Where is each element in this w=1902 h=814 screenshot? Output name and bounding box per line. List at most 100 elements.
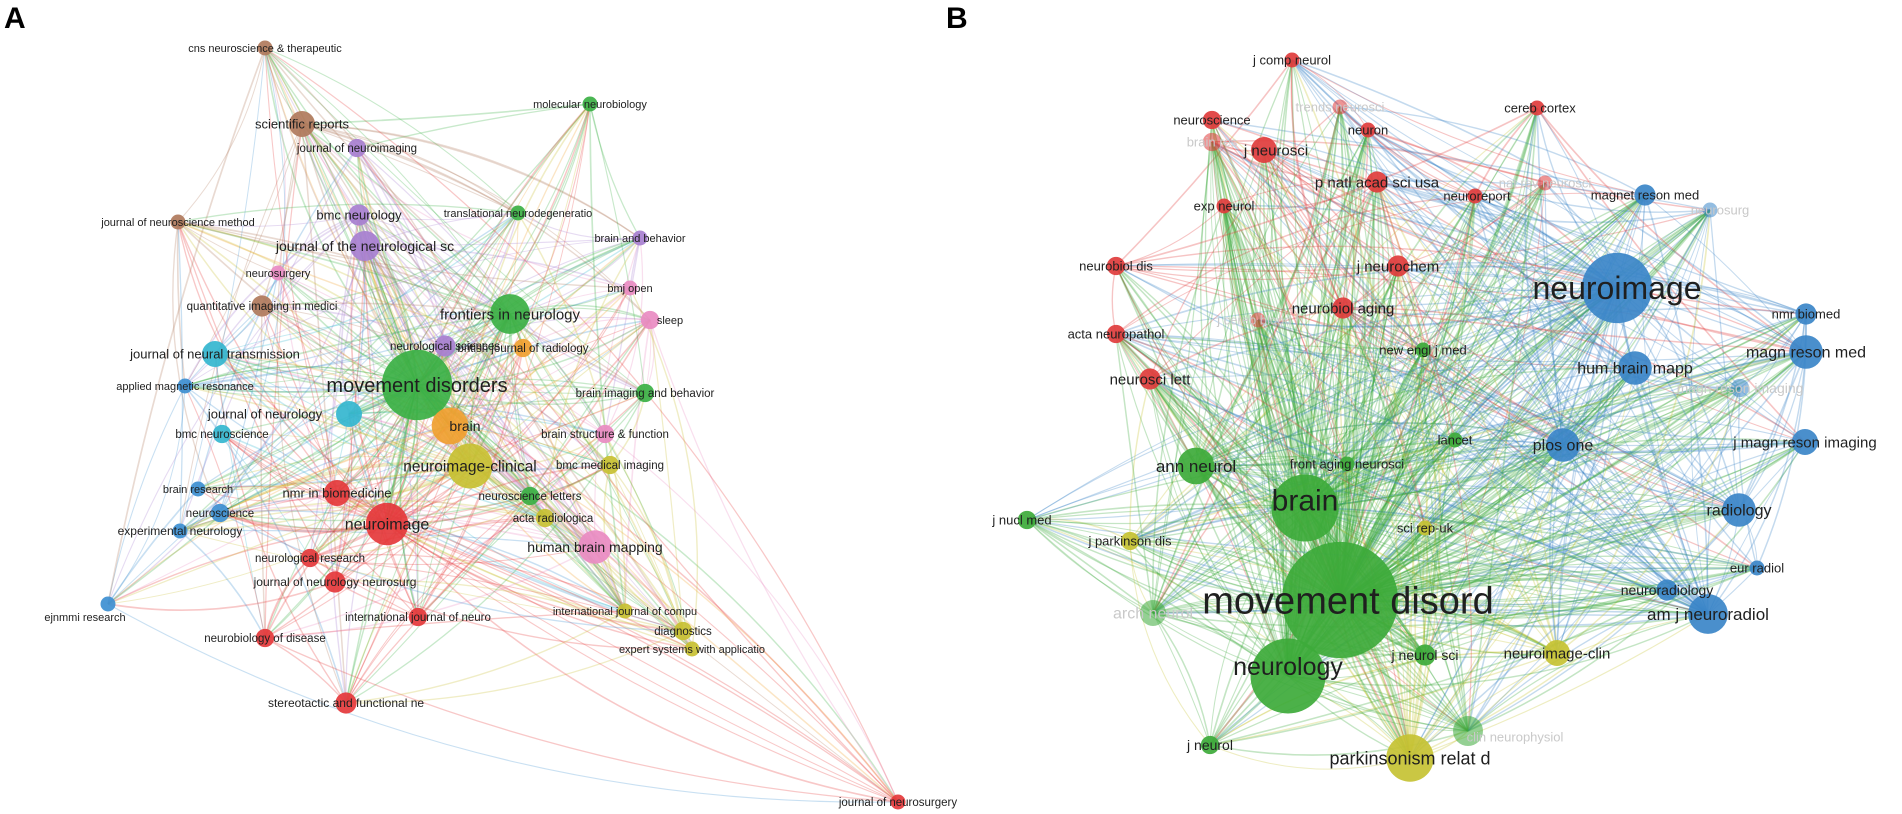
node-journal-of-neurosurgery — [890, 794, 906, 810]
link — [1115, 333, 1469, 732]
link — [1409, 349, 1424, 759]
link — [1195, 265, 1399, 467]
link — [221, 433, 388, 525]
link — [264, 557, 311, 639]
link — [609, 464, 684, 632]
link — [609, 464, 684, 632]
link — [1287, 589, 1668, 677]
link — [184, 385, 266, 639]
link — [416, 237, 641, 386]
link — [1346, 463, 1426, 529]
link — [469, 465, 626, 612]
node-journal-of-neurology-neurosurg — [324, 571, 346, 593]
link — [1257, 287, 1618, 328]
link — [1367, 129, 1709, 615]
node-label-arch-neurol: arch neurol — [1113, 606, 1193, 623]
link — [1263, 149, 1313, 509]
link — [177, 221, 596, 548]
link — [1211, 141, 1306, 509]
link — [364, 237, 641, 247]
node-bmc-neuroscience — [212, 424, 232, 444]
link — [1223, 205, 1289, 677]
link — [1211, 141, 1341, 601]
link — [1304, 507, 1558, 654]
link — [1304, 129, 1369, 509]
link — [509, 313, 531, 497]
link — [1257, 319, 1709, 615]
link — [1339, 182, 1546, 601]
link — [276, 123, 347, 704]
link — [1339, 106, 1709, 615]
link — [1556, 387, 1741, 654]
link — [1026, 503, 1306, 521]
link — [469, 287, 631, 467]
link — [529, 392, 646, 497]
node-bmc-medical-imaging — [600, 455, 620, 475]
link — [1026, 439, 1456, 521]
node-label-p-natl-acad-sci-usa: p natl acad sci usa — [1315, 174, 1440, 191]
link — [1291, 59, 1807, 353]
link — [1467, 107, 1538, 732]
link — [1409, 387, 1741, 759]
link — [1409, 444, 1564, 759]
link — [1304, 444, 1564, 509]
link — [219, 47, 286, 514]
link — [1339, 182, 1546, 601]
link — [449, 425, 596, 548]
link — [649, 319, 684, 632]
link — [184, 347, 524, 393]
link — [386, 464, 611, 525]
link — [1195, 181, 1378, 467]
link — [1115, 195, 1476, 335]
link — [1346, 367, 1636, 465]
link — [1339, 106, 1375, 601]
node-label-applied-magnetic-resonance: applied magnetic resonance — [116, 381, 254, 393]
link — [1152, 129, 1369, 614]
link — [624, 319, 651, 612]
node-label-bmj-open: bmj open — [607, 283, 652, 295]
link — [1544, 182, 1564, 446]
link — [1304, 209, 1711, 509]
link — [1339, 106, 1618, 289]
node-label-frontiers-in-neurology: frontiers in neurology — [440, 306, 581, 323]
link — [1149, 307, 1344, 380]
link — [107, 581, 336, 612]
link — [1339, 209, 1711, 601]
node-nmr-biomed — [1795, 303, 1817, 325]
link — [1562, 444, 1709, 615]
node-label-neuroradiology: neuroradiology — [1621, 582, 1714, 598]
node-molecular-neurobiology — [582, 96, 598, 112]
link — [1556, 209, 1711, 654]
link — [1474, 195, 1740, 511]
node-cns-neuroscience-therapeutic — [257, 40, 273, 56]
node-label-brain-research: brain research — [163, 484, 233, 496]
link — [219, 495, 596, 548]
link — [1026, 519, 1289, 677]
node-neurological-research — [300, 548, 320, 568]
link — [1149, 181, 1378, 380]
link — [1304, 209, 1711, 509]
node-label-cns-neuroscience-therapeutic: cns neuroscience & therapeutic — [188, 43, 342, 55]
link — [179, 492, 338, 532]
link — [386, 523, 684, 632]
link — [197, 488, 338, 502]
link — [1211, 141, 1558, 654]
link — [1257, 319, 1709, 615]
node-label-stereotactic-and-functional-ne: stereotactic and functional ne — [268, 696, 424, 710]
node-neurosurg — [1702, 202, 1718, 218]
link — [1616, 287, 1709, 615]
link — [1263, 149, 1618, 289]
node-sci-rep-uk — [1417, 520, 1433, 536]
node-label-brain-res: brain res — [1187, 135, 1238, 150]
link — [1397, 265, 1741, 389]
link — [1339, 287, 1618, 601]
link — [261, 305, 338, 494]
panel-letter-a: A — [4, 2, 26, 35]
link — [356, 147, 899, 803]
link — [1115, 265, 1807, 353]
link — [1322, 129, 1369, 601]
node-label-ann-neurol: ann neurol — [1156, 457, 1236, 476]
link — [177, 221, 279, 274]
node-label-magn-reson-med: magn reson med — [1746, 345, 1866, 362]
link — [221, 433, 311, 559]
